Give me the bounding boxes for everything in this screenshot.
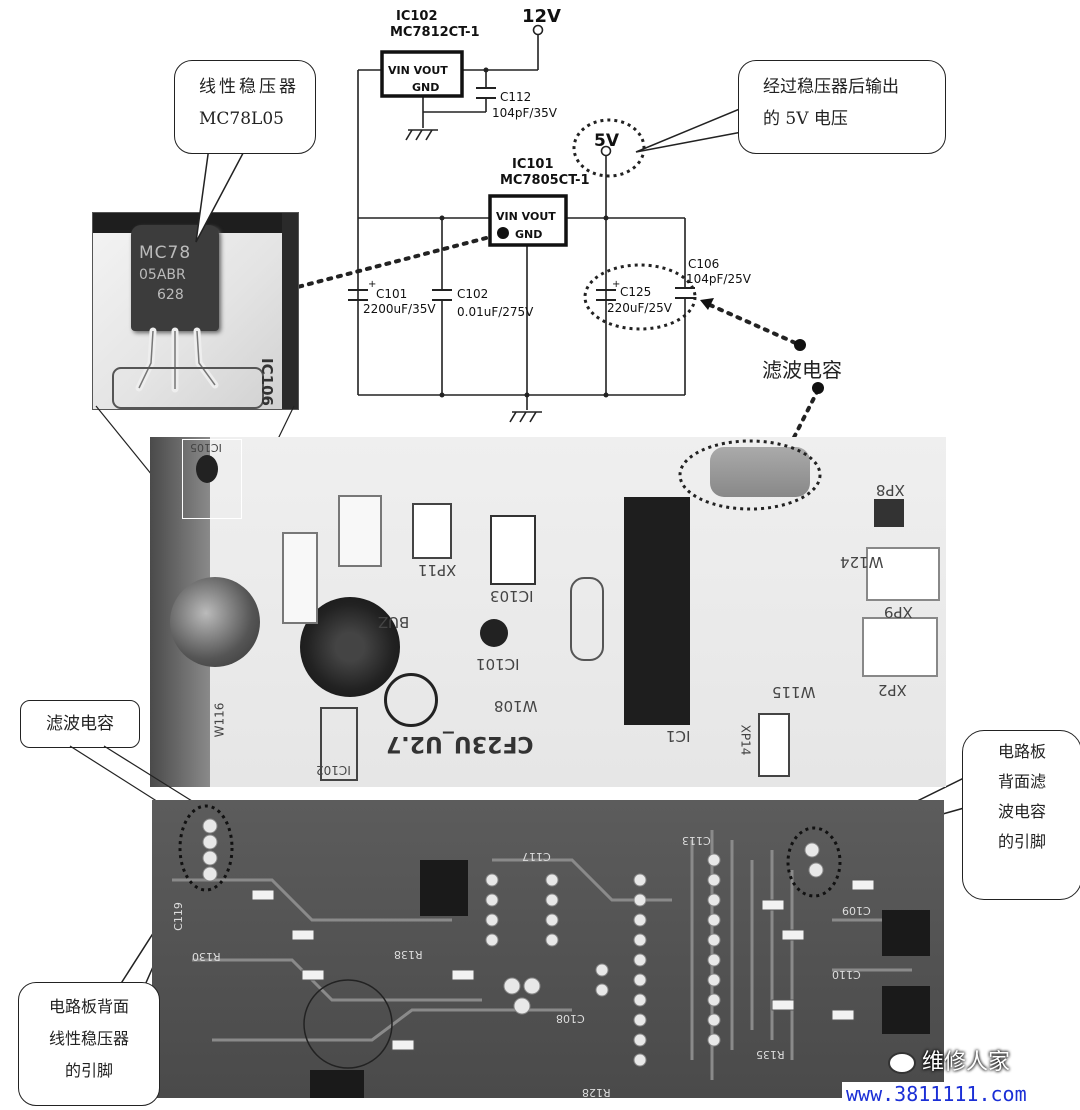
back-cap-line-1: 电路板 — [997, 742, 1046, 761]
schematic-diagram: IC102 MC7812CT-1 VIN VOUT GND IC101 MC78… — [228, 6, 824, 440]
back-label-c110: C110 — [832, 968, 861, 981]
electrolytic-capacitor — [170, 577, 260, 667]
connector-xp2 — [862, 617, 938, 677]
front-pcb-photo: CF23U_U2.7 XP11 IC103 IC101 W108 IC1 BUZ… — [150, 437, 946, 787]
back-label-c109: C109 — [842, 904, 871, 917]
ground-symbol — [405, 129, 542, 423]
capacitor-symbols — [348, 87, 695, 301]
back-pcb-photo: C113 C117 R135 R130 C119 R138 C109 C110 … — [152, 800, 944, 1098]
connector-white-1 — [282, 532, 318, 624]
output-voltage-callout: 经过稳压器后输出 的 5V 电压 — [738, 60, 946, 154]
12v-label: 12V — [522, 6, 561, 27]
back-cap-line-4: 的引脚 — [997, 832, 1046, 851]
wechat-icon — [888, 1052, 916, 1074]
regulator-callout: 线性稳压器 MC78L05 — [174, 60, 316, 154]
back-regulator-callout: 电路板背面 线性稳压器 的引脚 — [18, 982, 160, 1106]
back-reg-line-2: 线性稳压器 — [48, 1029, 129, 1048]
watermark-brand: 维修人家 — [888, 1044, 1010, 1076]
back-label-c108: C108 — [556, 1012, 585, 1025]
connector-xp9 — [866, 547, 940, 601]
regulator-callout-title: 线性稳压器 — [199, 77, 299, 97]
c102-val: 0.01uF/275V — [457, 305, 534, 319]
back-cap-line-2: 背面滤 — [997, 772, 1046, 791]
regulator-chip-front — [196, 455, 218, 483]
back-reg-line-3: 的引脚 — [64, 1061, 113, 1080]
back-cap-line-3: 波电容 — [997, 802, 1046, 821]
5v-terminal — [600, 145, 612, 157]
c125-ref: C125 — [620, 285, 651, 299]
5v-label: 5V — [594, 131, 620, 151]
ic102-part: MC7812CT-1 — [390, 25, 480, 40]
back-label-r138: R138 — [394, 948, 423, 961]
to92-chip-body: MC78 05ABR 628 — [131, 225, 219, 331]
ic102-ref: IC102 — [396, 9, 438, 24]
connector-xp14 — [758, 713, 790, 777]
filter-cap-left-callout: 滤波电容 — [20, 700, 140, 748]
12v-terminal — [532, 24, 544, 36]
back-pcb-traces — [172, 804, 930, 1098]
c112-val: 104pF/35V — [492, 106, 558, 120]
connector-xp11 — [412, 503, 452, 559]
schematic-wires — [357, 34, 686, 410]
c101-val: 2200uF/35V — [363, 302, 436, 316]
c125-highlight-ring — [583, 263, 697, 331]
chip-marking-3: 628 — [157, 287, 184, 303]
output-callout-line1: 经过稳压器后输出 — [763, 77, 899, 97]
ic102-pin-label: VIN VOUT — [388, 64, 448, 77]
ic1-microcontroller — [624, 497, 690, 725]
output-callout-line2: 的 5V 电压 — [763, 109, 848, 129]
filter-cap-left-label: 滤波电容 — [46, 714, 114, 734]
regulator-closeup-photo: MC78 05ABR 628 IC106 — [92, 212, 299, 410]
closeup-selection-box — [182, 439, 242, 519]
ic104-transistor — [480, 619, 508, 647]
c112-ref: C112 — [500, 90, 531, 104]
watermark-brand-text: 维修人家 — [922, 1050, 1011, 1075]
back-label-c119: C119 — [171, 902, 185, 931]
chip-marking-2: 05ABR — [139, 267, 186, 283]
connector-xp8 — [874, 499, 904, 527]
back-label-c117: C117 — [522, 850, 551, 863]
front-filter-cap-ring — [678, 439, 822, 511]
chip-marking-1: MC78 — [139, 243, 192, 263]
ic101-ref: IC101 — [512, 157, 554, 172]
filter-cap-label-top: 滤波电容 — [762, 358, 842, 382]
back-label-r128: R128 — [582, 1086, 611, 1098]
c106-ref: C106 — [688, 257, 719, 271]
c102-ref: C102 — [457, 287, 488, 301]
black-side-strip — [282, 213, 298, 409]
ic103-outline — [490, 515, 536, 585]
back-label-c113: C113 — [682, 834, 711, 847]
ic102-gnd-label: GND — [412, 81, 439, 94]
chip-leads — [112, 327, 264, 409]
back-cap-callout: 电路板 背面滤 波电容 的引脚 — [962, 730, 1080, 900]
back-label-r135: R135 — [756, 1048, 785, 1061]
manufacturer-logo — [384, 673, 438, 727]
c125-plus: + — [612, 279, 620, 290]
crystal — [570, 577, 604, 661]
ic102-box — [380, 50, 464, 98]
ic101-pin-label: VIN VOUT — [496, 210, 556, 223]
ic101-part: MC7805CT-1 — [500, 173, 590, 188]
back-reg-line-1: 电路板背面 — [48, 997, 129, 1016]
ic101-gnd-label: GND — [515, 228, 542, 241]
pointer-dot — [794, 339, 806, 351]
junction-dots — [439, 67, 609, 398]
c125-val: 220uF/25V — [607, 301, 673, 315]
c101-plus: + — [368, 279, 376, 290]
c101-ref: C101 — [376, 287, 407, 301]
filter-capacitor-front — [710, 447, 810, 497]
watermark-url: www.3811111.com — [842, 1082, 1031, 1106]
connector-white-2 — [338, 495, 382, 567]
pointer-dot — [812, 382, 824, 394]
c106-val: 104pF/25V — [686, 272, 752, 286]
ic101-gnd-marker — [497, 227, 509, 239]
regulator-callout-part: MC78L05 — [199, 109, 284, 129]
back-label-r130: R130 — [192, 950, 221, 963]
ic102-footprint — [320, 707, 358, 781]
pointer-arrowhead — [700, 298, 714, 310]
